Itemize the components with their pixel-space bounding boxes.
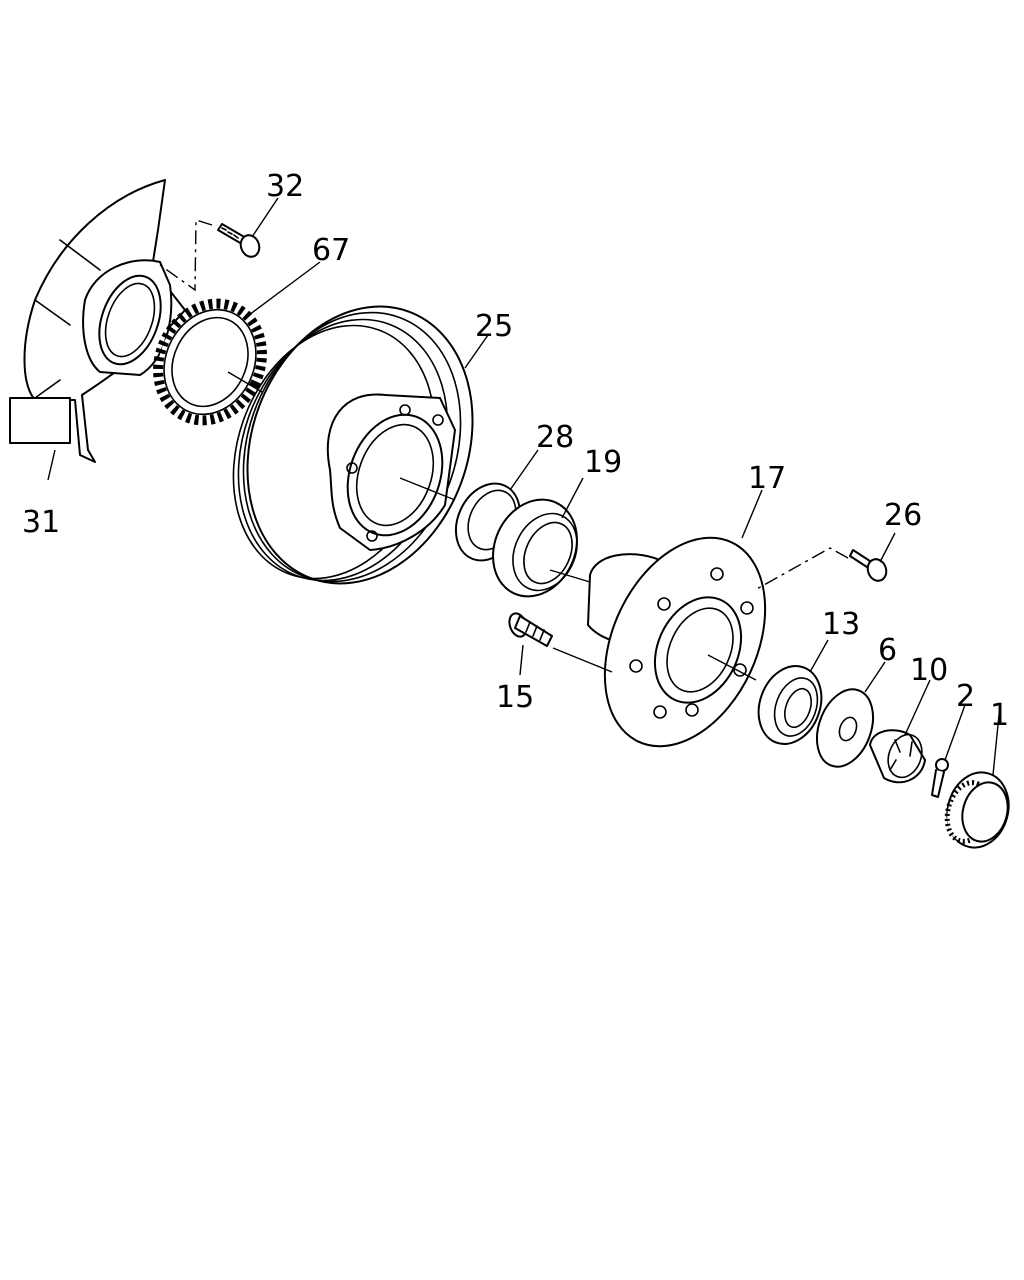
part-10-castle-nut[interactable] [869, 729, 928, 784]
callout-19: 19 [584, 445, 622, 480]
callout-32: 32 [266, 169, 304, 204]
part-32-bolt[interactable] [217, 223, 262, 259]
part-67-abs-tone-ring[interactable] [139, 286, 280, 437]
callout-67: 67 [312, 233, 350, 268]
part-13-outer-bearing[interactable] [748, 657, 832, 753]
callout-25: 25 [475, 309, 513, 344]
part-26-bolt[interactable] [849, 549, 889, 583]
part-25-brake-disc[interactable] [199, 275, 510, 616]
part-6-washer[interactable] [807, 682, 883, 775]
part-31-dust-shield[interactable] [9, 179, 186, 463]
callout-13: 13 [822, 607, 860, 642]
part-15-wheel-stud[interactable] [506, 611, 553, 647]
part-2-cotter-pin[interactable] [931, 758, 949, 798]
callout-31: 31 [22, 505, 60, 540]
callout-2: 2 [956, 679, 975, 714]
callout-17: 17 [748, 461, 786, 496]
callout-15: 15 [496, 680, 534, 715]
part-1-hub-cap[interactable] [939, 766, 1017, 855]
leader-lines [47, 197, 1001, 776]
callout-10: 10 [910, 653, 948, 688]
callout-26: 26 [884, 498, 922, 533]
callout-1: 1 [990, 698, 1009, 733]
callout-6: 6 [878, 633, 897, 668]
callout-28: 28 [536, 420, 574, 455]
part-17-wheel-hub[interactable] [573, 512, 796, 772]
callout-labels: 31 32 67 25 28 19 17 26 15 13 6 10 2 1 [22, 169, 1009, 733]
